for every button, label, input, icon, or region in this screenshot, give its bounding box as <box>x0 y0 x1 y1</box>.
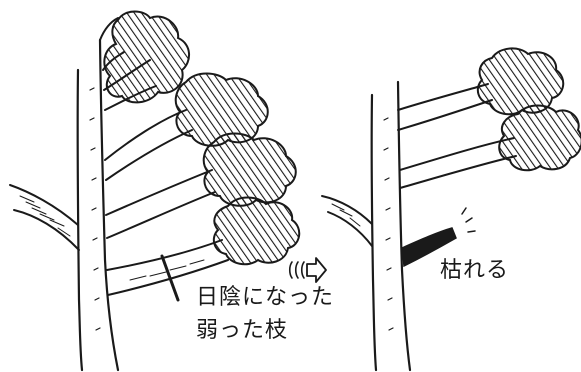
saw-cut-line <box>160 254 180 302</box>
weak-branch <box>106 239 223 271</box>
right-tree <box>321 47 581 372</box>
wither-label: 枯れる <box>440 258 510 283</box>
wither-marks-icon <box>461 207 476 233</box>
left-crown-1 <box>103 10 190 104</box>
right-trunk <box>370 93 378 372</box>
left-crown-3 <box>202 132 297 207</box>
shaded-branch-label-line2: 弱った枝 <box>196 318 289 343</box>
left-trunk <box>76 68 84 372</box>
arrow-icon <box>288 257 327 283</box>
left-crown-4 <box>212 196 301 266</box>
right-crown-2 <box>498 104 581 172</box>
shaded-branch-label-line1: 日陰になった <box>196 285 335 310</box>
left-tree <box>9 10 301 372</box>
withered-branch <box>401 227 457 268</box>
left-stub-branch <box>9 184 79 226</box>
right-crown-1 <box>476 47 565 116</box>
